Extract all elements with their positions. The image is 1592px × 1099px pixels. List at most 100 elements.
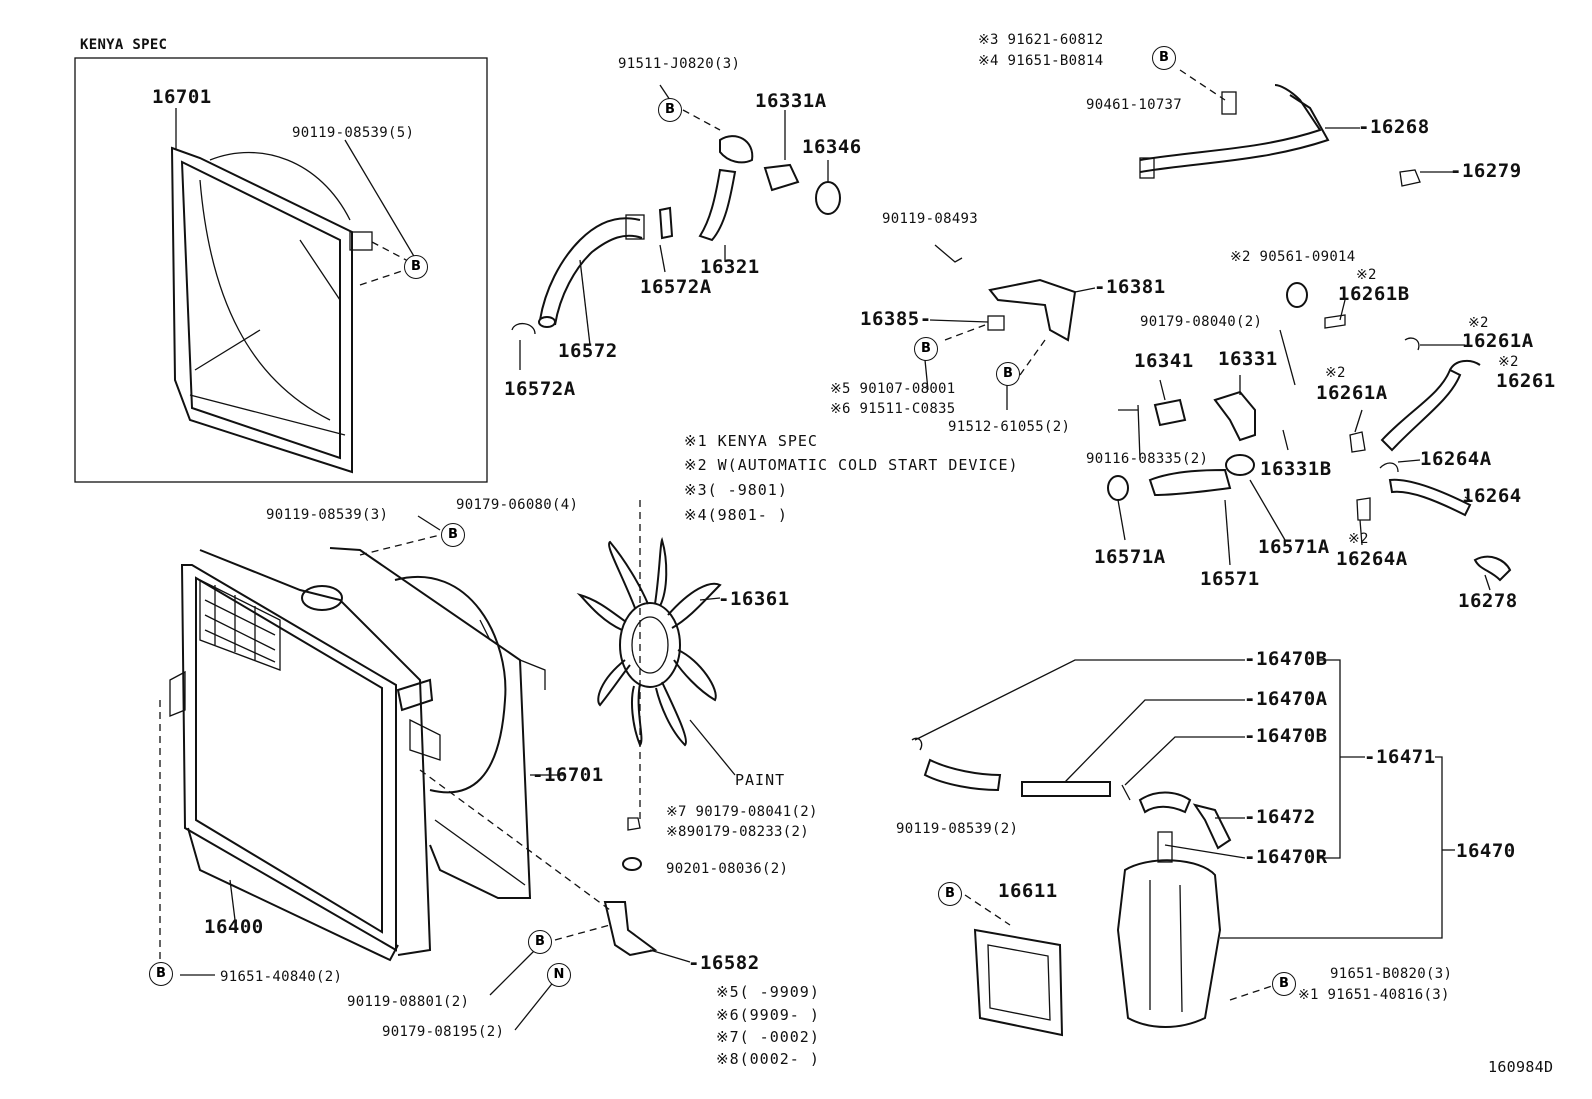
part-16264a-right[interactable]: 16264A xyxy=(1420,448,1492,470)
part-16261[interactable]: 16261 xyxy=(1496,370,1556,392)
mark-2-e: ※2 xyxy=(1348,531,1369,547)
part-16701[interactable]: -16701 xyxy=(532,764,604,786)
part-16571[interactable]: 16571 xyxy=(1200,568,1260,590)
mark-2-a: ※2 xyxy=(1356,267,1377,283)
part-16261b[interactable]: 16261B xyxy=(1338,283,1410,305)
radiator-drawing xyxy=(169,549,441,962)
part-16470r[interactable]: -16470R xyxy=(1244,846,1328,868)
part-16572[interactable]: 16572 xyxy=(558,340,618,362)
part-16346[interactable]: 16346 xyxy=(802,136,862,158)
ref-90119-08539-3[interactable]: 90119-08539(3) xyxy=(266,507,389,523)
part-16264[interactable]: 16264 xyxy=(1462,485,1522,507)
mark-2-d: ※2 xyxy=(1325,365,1346,381)
part-16331[interactable]: 16331 xyxy=(1218,348,1278,370)
note-1: ※1 KENYA SPEC xyxy=(684,432,818,450)
diagram-code: 160984D xyxy=(1488,1058,1554,1076)
cold-start-hoses-drawing xyxy=(1286,282,1512,582)
part-16571a-left[interactable]: 16571A xyxy=(1094,546,1166,568)
note-8: ※8(0002- ) xyxy=(716,1050,820,1068)
part-16400[interactable]: 16400 xyxy=(204,916,264,938)
ref-90179-06080-4[interactable]: 90179-06080(4) xyxy=(456,497,579,513)
part-16571a-right[interactable]: 16571A xyxy=(1258,536,1330,558)
note-3: ※3( -9801) xyxy=(684,481,788,499)
part-16278[interactable]: 16278 xyxy=(1458,590,1518,612)
bolt-symbol-b: B xyxy=(528,930,552,954)
ref-90179-08195-2[interactable]: 90179-08195(2) xyxy=(382,1024,505,1040)
kenya-spec-frame xyxy=(74,57,488,483)
bolt-symbol-b: B xyxy=(1272,972,1296,996)
part-16470[interactable]: 16470 xyxy=(1456,840,1516,862)
note-7: ※7( -0002) xyxy=(716,1028,820,1046)
nut-symbol-n: N xyxy=(547,963,571,987)
ref-marked-8[interactable]: ※890179-08233(2) xyxy=(666,824,809,840)
part-16470b-upper[interactable]: -16470B xyxy=(1244,648,1328,670)
bracket-16611-drawing xyxy=(973,928,1064,1037)
mark-2-c: ※2 xyxy=(1498,354,1519,370)
pipe-16268-drawing xyxy=(1139,84,1421,187)
part-16261a-right[interactable]: 16261A xyxy=(1462,330,1534,352)
bolt-symbol-b: B xyxy=(658,98,682,122)
ref-marked-7[interactable]: ※7 90179-08041(2) xyxy=(666,804,818,820)
part-16472[interactable]: -16472 xyxy=(1244,806,1316,828)
ref-90461-10737[interactable]: 90461-10737 xyxy=(1086,97,1183,113)
part-16611[interactable]: 16611 xyxy=(998,880,1058,902)
ref-marked-6[interactable]: ※6 91511-C0835 xyxy=(830,401,956,417)
kenya-fan-shroud-drawing xyxy=(170,146,373,474)
bolt-symbol-b: B xyxy=(441,523,465,547)
ref-91651-40840-2[interactable]: 91651-40840(2) xyxy=(220,969,343,985)
part-16321[interactable]: 16321 xyxy=(700,256,760,278)
paint-label: PAINT xyxy=(735,771,786,789)
part-16261a-middle[interactable]: 16261A xyxy=(1316,382,1388,404)
ref-marked-1[interactable]: ※1 91651-40816(3) xyxy=(1298,987,1450,1003)
part-16701-kenya[interactable]: 16701 xyxy=(152,86,212,108)
part-16331b[interactable]: 16331B xyxy=(1260,458,1332,480)
note-4: ※4(9801- ) xyxy=(684,506,788,524)
part-16470b-lower[interactable]: -16470B xyxy=(1244,725,1328,747)
note-6: ※6(9909- ) xyxy=(716,1006,820,1024)
bracket-16381-drawing xyxy=(934,244,1077,342)
part-16381[interactable]: -16381 xyxy=(1094,276,1166,298)
note-5: ※5( -9909) xyxy=(716,983,820,1001)
part-16471[interactable]: -16471 xyxy=(1364,746,1436,768)
part-16279[interactable]: -16279 xyxy=(1450,160,1522,182)
part-16268[interactable]: -16268 xyxy=(1358,116,1430,138)
part-16264a-lower[interactable]: 16264A xyxy=(1336,548,1408,570)
ref-90201-08036-2[interactable]: 90201-08036(2) xyxy=(666,861,789,877)
thermostat-housing-drawing xyxy=(1107,390,1256,501)
bolt-symbol-b: B xyxy=(1152,46,1176,70)
part-16331a[interactable]: 16331A xyxy=(755,90,827,112)
reservoir-drawing xyxy=(911,737,1232,1028)
kenya-box-title: KENYA SPEC xyxy=(80,37,168,53)
note-2: ※2 W(AUTOMATIC COLD START DEVICE) xyxy=(684,456,1019,474)
bolt-symbol-b: B xyxy=(404,255,428,279)
part-16361[interactable]: -16361 xyxy=(718,588,790,610)
bolt-symbol-b: B xyxy=(149,962,173,986)
part-16582[interactable]: -16582 xyxy=(688,952,760,974)
ref-90119-08801-2[interactable]: 90119-08801(2) xyxy=(347,994,470,1010)
cooling-fan-drawing xyxy=(576,536,722,747)
bolt-symbol-b: B xyxy=(996,362,1020,386)
part-16341[interactable]: 16341 xyxy=(1134,350,1194,372)
bolt-symbol-b: B xyxy=(938,882,962,906)
ref-91511-j0820-3[interactable]: 91511-J0820(3) xyxy=(618,56,741,72)
upper-hose-drawing xyxy=(511,135,841,335)
ref-90179-08040-2[interactable]: 90179-08040(2) xyxy=(1140,314,1263,330)
ref-marked-4[interactable]: ※4 91651-B0814 xyxy=(978,53,1104,69)
ref-marked-2[interactable]: ※2 90561-09014 xyxy=(1230,249,1356,265)
bracket-16582-drawing xyxy=(603,901,658,957)
ref-90116-08335-2[interactable]: 90116-08335(2) xyxy=(1086,451,1209,467)
ref-90119-08539-2[interactable]: 90119-08539(2) xyxy=(896,821,1019,837)
ref-marked-5[interactable]: ※5 90107-08001 xyxy=(830,381,956,397)
ref-91512-61055-2[interactable]: 91512-61055(2) xyxy=(948,419,1071,435)
part-16572a-upper[interactable]: 16572A xyxy=(640,276,712,298)
part-16470a[interactable]: -16470A xyxy=(1244,688,1328,710)
ref-90119-08539-5[interactable]: 90119-08539(5) xyxy=(292,125,415,141)
part-16385[interactable]: 16385- xyxy=(860,308,932,330)
ref-marked-9[interactable]: 91651-B0820(3) xyxy=(1330,966,1453,982)
ref-90119-08493[interactable]: 90119-08493 xyxy=(882,211,979,227)
ref-marked-3[interactable]: ※3 91621-60812 xyxy=(978,32,1104,48)
part-16572a-lower[interactable]: 16572A xyxy=(504,378,576,400)
fan-shroud-drawing xyxy=(329,547,546,899)
